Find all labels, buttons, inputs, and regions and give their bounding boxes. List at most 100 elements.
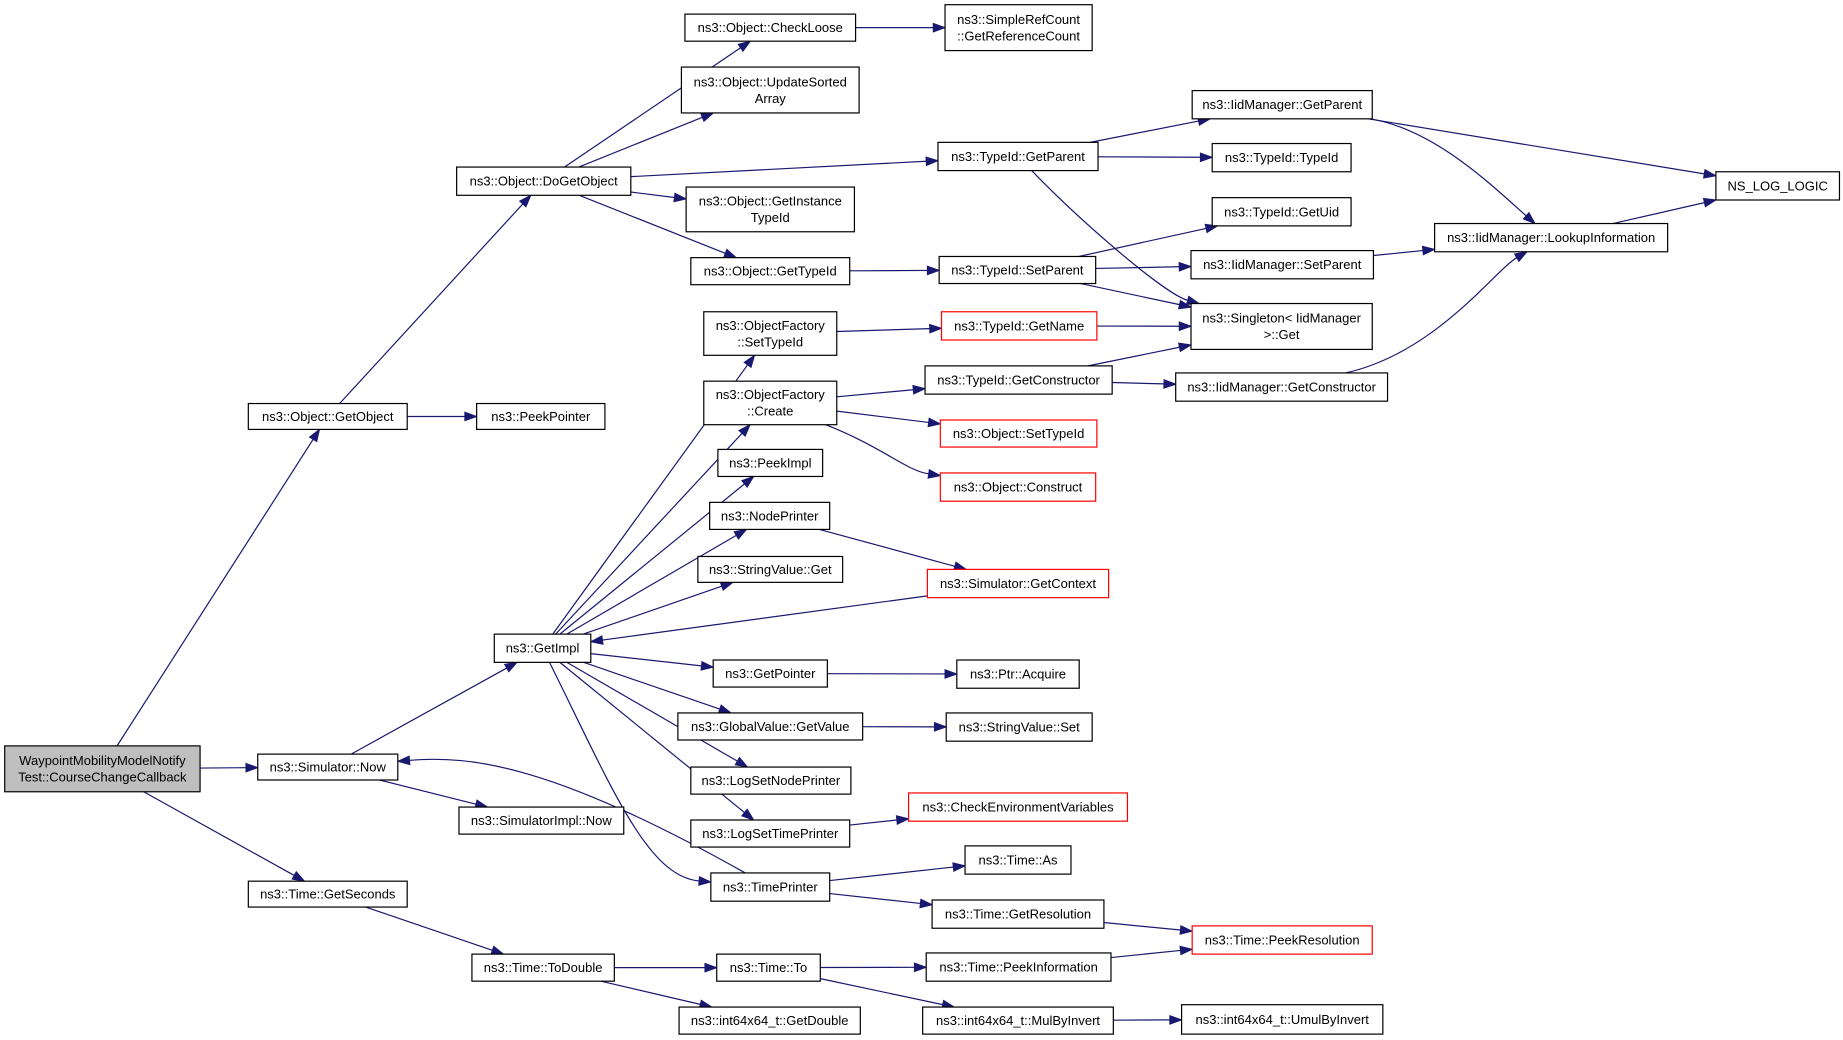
node-typeidgetconstructor[interactable]: ns3::TypeId::GetConstructor: [924, 365, 1113, 395]
node-objsettypeid[interactable]: ns3::Object::SetTypeId: [939, 419, 1098, 448]
edge-line: [836, 410, 929, 424]
node-typeidtypeid[interactable]: ns3::TypeId::TypeId: [1211, 142, 1352, 173]
arrowhead: [700, 660, 715, 671]
arrowhead: [518, 194, 532, 208]
node-todouble[interactable]: ns3::Time::ToDouble: [471, 953, 615, 982]
node-box: [1191, 89, 1373, 120]
node-label: ns3::Time::As: [979, 853, 1058, 868]
node-iidlookup[interactable]: ns3::IidManager::LookupInformation: [1434, 222, 1669, 253]
node-box: [471, 953, 615, 982]
edge-line: [579, 194, 726, 254]
edge-line: [566, 661, 738, 762]
edge-line: [409, 758, 746, 874]
node-box: [710, 872, 831, 902]
node-umulbyinvert[interactable]: ns3::int64x64_t::UmulByInvert: [1180, 1004, 1384, 1035]
node-label: ns3::Object::GetInstance: [699, 194, 842, 209]
node-label: ns3::Time::GetResolution: [945, 907, 1091, 922]
edge-iidgetparent-to-nslog: [1368, 118, 1718, 179]
node-peekimpl[interactable]: ns3::PeekImpl: [717, 448, 824, 478]
node-box: [690, 257, 851, 286]
node-box: [690, 766, 852, 795]
node-checkenv[interactable]: ns3::CheckEnvironmentVariables: [907, 792, 1129, 822]
edge-typeidsetparent-to-iidsetparent: [1095, 261, 1193, 272]
node-logsettimeprinter[interactable]: ns3::LogSetTimePrinter: [690, 819, 851, 848]
arrowhead: [932, 22, 947, 33]
edge-mulbyinvert-to-umulbyinvert: [1113, 1014, 1184, 1025]
node-label: ns3::Singleton< IidManager: [1202, 311, 1361, 326]
node-box: [4, 745, 201, 793]
arrowhead: [1513, 251, 1529, 263]
node-getdouble[interactable]: ns3::int64x64_t::GetDouble: [678, 1006, 861, 1035]
node-mulbyinvert[interactable]: ns3::int64x64_t::MulByInvert: [922, 1006, 1114, 1035]
node-getseconds[interactable]: ns3::Time::GetSeconds: [247, 880, 408, 908]
node-box: [684, 13, 857, 42]
node-iidsetparent[interactable]: ns3::IidManager::SetParent: [1190, 249, 1375, 280]
node-stringvalueset[interactable]: ns3::StringValue::Set: [945, 712, 1093, 742]
node-dogetobject[interactable]: ns3::Object::DoGetObject: [456, 166, 632, 196]
node-label: ns3::int64x64_t::UmulByInvert: [1196, 1012, 1370, 1027]
node-label: ns3::Object::UpdateSorted: [694, 74, 847, 89]
node-simnow[interactable]: ns3::Simulator::Now: [257, 753, 399, 781]
node-logsetnodeprinter[interactable]: ns3::LogSetNodePrinter: [690, 766, 852, 795]
node-iidgetparent[interactable]: ns3::IidManager::GetParent: [1191, 89, 1373, 120]
node-label: ::GetReferenceCount: [957, 28, 1080, 43]
node-nslog[interactable]: NS_LOG_LOGIC: [1715, 171, 1841, 201]
edge-getimpl-to-globalvalueget: [583, 661, 733, 714]
node-label: ns3::Time::To: [730, 960, 808, 975]
node-timeprinter[interactable]: ns3::TimePrinter: [710, 872, 831, 902]
node-getpointer[interactable]: ns3::GetPointer: [712, 659, 828, 688]
node-box: [940, 311, 1098, 341]
edge-getpointer-to-ptracquire: [827, 668, 959, 679]
node-timeas[interactable]: ns3::Time::As: [964, 845, 1072, 875]
node-typeidgetuid[interactable]: ns3::TypeId::GetUid: [1211, 197, 1352, 227]
node-timepeekinformation[interactable]: ns3::Time::PeekInformation: [925, 952, 1112, 982]
node-ofcreate[interactable]: ns3::ObjectFactory::Create: [703, 380, 838, 426]
node-globalvalueget[interactable]: ns3::GlobalValue::GetValue: [677, 712, 864, 741]
node-objgettypeid[interactable]: ns3::Object::GetTypeId: [690, 257, 851, 286]
node-typeidgetname[interactable]: ns3::TypeId::GetName: [940, 311, 1098, 341]
node-label: TypeId: [751, 210, 790, 225]
node-label: ns3::Time::PeekResolution: [1205, 933, 1360, 948]
node-getimpl[interactable]: ns3::GetImpl: [493, 633, 592, 663]
node-typeidsetparent[interactable]: ns3::TypeId::SetParent: [938, 255, 1097, 285]
arrowhead: [700, 112, 715, 123]
nodes-layer: WaypointMobilityModelNotifyTest::CourseC…: [4, 4, 1841, 1035]
edge-line: [555, 432, 743, 635]
node-root[interactable]: WaypointMobilityModelNotifyTest::CourseC…: [4, 745, 201, 793]
arrowhead: [396, 755, 411, 766]
edge-ofsettypeid-to-typeidgetname: [836, 323, 943, 334]
node-peekpointer[interactable]: ns3::PeekPointer: [476, 402, 606, 431]
node-checkloose[interactable]: ns3::Object::CheckLoose: [684, 13, 857, 42]
edge-timeto-to-mulbyinvert: [820, 978, 956, 1010]
node-singletonget[interactable]: ns3::Singleton< IidManager >::Get: [1190, 302, 1373, 351]
node-getobject[interactable]: ns3::Object::GetObject: [247, 402, 408, 431]
edge-line: [630, 160, 927, 178]
node-iidgetconstructor[interactable]: ns3::IidManager::GetConstructor: [1175, 372, 1389, 402]
node-simgetcontext[interactable]: ns3::Simulator::GetContext: [926, 568, 1110, 599]
node-box: [925, 952, 1112, 982]
node-label: ns3::TypeId::GetName: [954, 318, 1084, 333]
node-nodeprinter[interactable]: ns3::NodePrinter: [709, 501, 831, 531]
node-typeidgetparent[interactable]: ns3::TypeId::GetParent: [937, 141, 1099, 172]
node-timegetresolution[interactable]: ns3::Time::GetResolution: [931, 899, 1105, 929]
edge-getimpl-to-timeprinter: [549, 662, 713, 886]
node-label: ns3::Simulator::GetContext: [940, 576, 1096, 591]
edge-typeidgetname-to-singletonget: [1096, 321, 1193, 332]
node-ofsettypeid[interactable]: ns3::ObjectFactory::SetTypeId: [703, 311, 838, 356]
node-timepeekresolution[interactable]: ns3::Time::PeekResolution: [1191, 925, 1373, 955]
node-box: [939, 419, 1098, 448]
edge-line: [590, 652, 702, 667]
arrowhead: [291, 870, 306, 882]
node-label: ns3::GetPointer: [725, 666, 816, 681]
arrowhead: [704, 962, 719, 973]
arrowhead: [927, 417, 942, 428]
node-label: >::Get: [1264, 327, 1300, 342]
node-stringvalueget[interactable]: ns3::StringValue::Get: [697, 555, 844, 583]
node-simimplnow[interactable]: ns3::SimulatorImpl::Now: [458, 806, 625, 835]
node-timeto[interactable]: ns3::Time::To: [716, 953, 821, 982]
node-ptracquire[interactable]: ns3::Ptr::Acquire: [956, 659, 1080, 689]
node-objconstruct[interactable]: ns3::Object::Construct: [939, 472, 1097, 502]
node-getrefcount[interactable]: ns3::SimpleRefCount::GetReferenceCount: [944, 4, 1093, 52]
